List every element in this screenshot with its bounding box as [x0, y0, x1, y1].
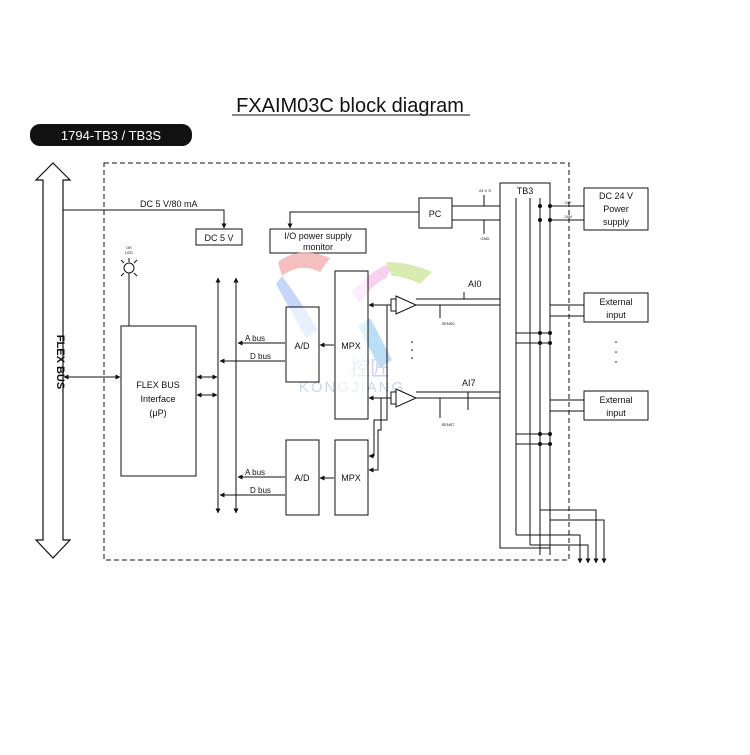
ai7-amplifier — [390, 388, 418, 408]
mpx-upper-label: MPX — [341, 341, 361, 351]
flex-interface-line-2: Interface — [140, 394, 175, 404]
external-input-box-ai7 — [583, 390, 649, 421]
v24-tiny: 24 V S — [479, 188, 491, 193]
external-input-ai0-line-1: External — [599, 297, 632, 307]
dc5v-label: DC 5 V — [204, 233, 233, 243]
mpx-lower-label: MPX — [341, 473, 361, 483]
flex-bus-interface-box — [120, 325, 197, 477]
external-input-ai7-line-1: External — [599, 395, 632, 405]
ad-upper-label: A/D — [294, 341, 310, 351]
ad-upper-box — [285, 306, 320, 383]
d-bus-lower: D bus — [250, 486, 271, 495]
ai7-label: AI7 — [462, 378, 476, 388]
dc-supply-label: DC 5 V/80 mA — [140, 199, 198, 209]
v24n-tiny: 24N — [564, 214, 571, 219]
io-monitor-box — [269, 228, 367, 254]
diagram-title: FXAIM03C block diagram — [236, 95, 464, 117]
module-boundary — [103, 162, 570, 561]
flex-bus-label: FLEX BUS — [54, 335, 66, 389]
channel-ellipsis — [411, 341, 617, 363]
ok-led-label-1: OK — [126, 245, 132, 250]
external-input-ai7-line-2: input — [606, 408, 626, 418]
ad-lower-label: A/D — [294, 473, 310, 483]
mpx-lower-box — [334, 439, 369, 516]
ai0-amplifier — [390, 295, 418, 315]
a-bus-upper: A bus — [245, 334, 265, 343]
ai0-label: AI0 — [468, 279, 482, 289]
pc-box — [418, 197, 453, 229]
dc24v-line-1: DC 24 V — [599, 191, 633, 201]
gnd-tiny-pc: GND — [481, 236, 490, 241]
flex-bus-arrow: FLEX BUS — [34, 162, 72, 559]
ad-lower-box — [285, 439, 320, 516]
model-badge: 1794-TB3 / TB3S — [30, 124, 192, 146]
flex-interface-line-3: (μP) — [149, 408, 166, 418]
tb3-box — [499, 182, 551, 549]
model-badge-label: 1794-TB3 / TB3S — [61, 128, 162, 143]
io-monitor-line-2: monitor — [303, 242, 333, 252]
d-bus-upper: D bus — [250, 352, 271, 361]
external-input-ai0-line-2: input — [606, 310, 626, 320]
a-bus-lower: A bus — [245, 468, 265, 477]
pc-label: PC — [429, 209, 442, 219]
tb3-label: TB3 — [517, 186, 534, 196]
dc24v-box — [583, 187, 649, 231]
io-monitor-line-1: I/O power supply — [284, 231, 352, 241]
v24p-tiny: 24P — [564, 200, 571, 205]
sense0-tiny: SENS0 — [441, 321, 455, 326]
ok-led-icon — [120, 258, 138, 326]
sense7-tiny: SENS7 — [441, 422, 455, 427]
mpx-upper-box — [334, 270, 369, 420]
dc24v-line-2: Power — [603, 204, 629, 214]
flex-interface-line-1: FLEX BUS — [136, 380, 180, 390]
dc24v-line-3: supply — [603, 217, 630, 227]
dc5v-box — [195, 228, 243, 246]
tb3-bus-lines — [515, 198, 551, 555]
ok-led-label-2: LED — [125, 250, 133, 255]
external-input-box-ai0 — [583, 292, 649, 323]
